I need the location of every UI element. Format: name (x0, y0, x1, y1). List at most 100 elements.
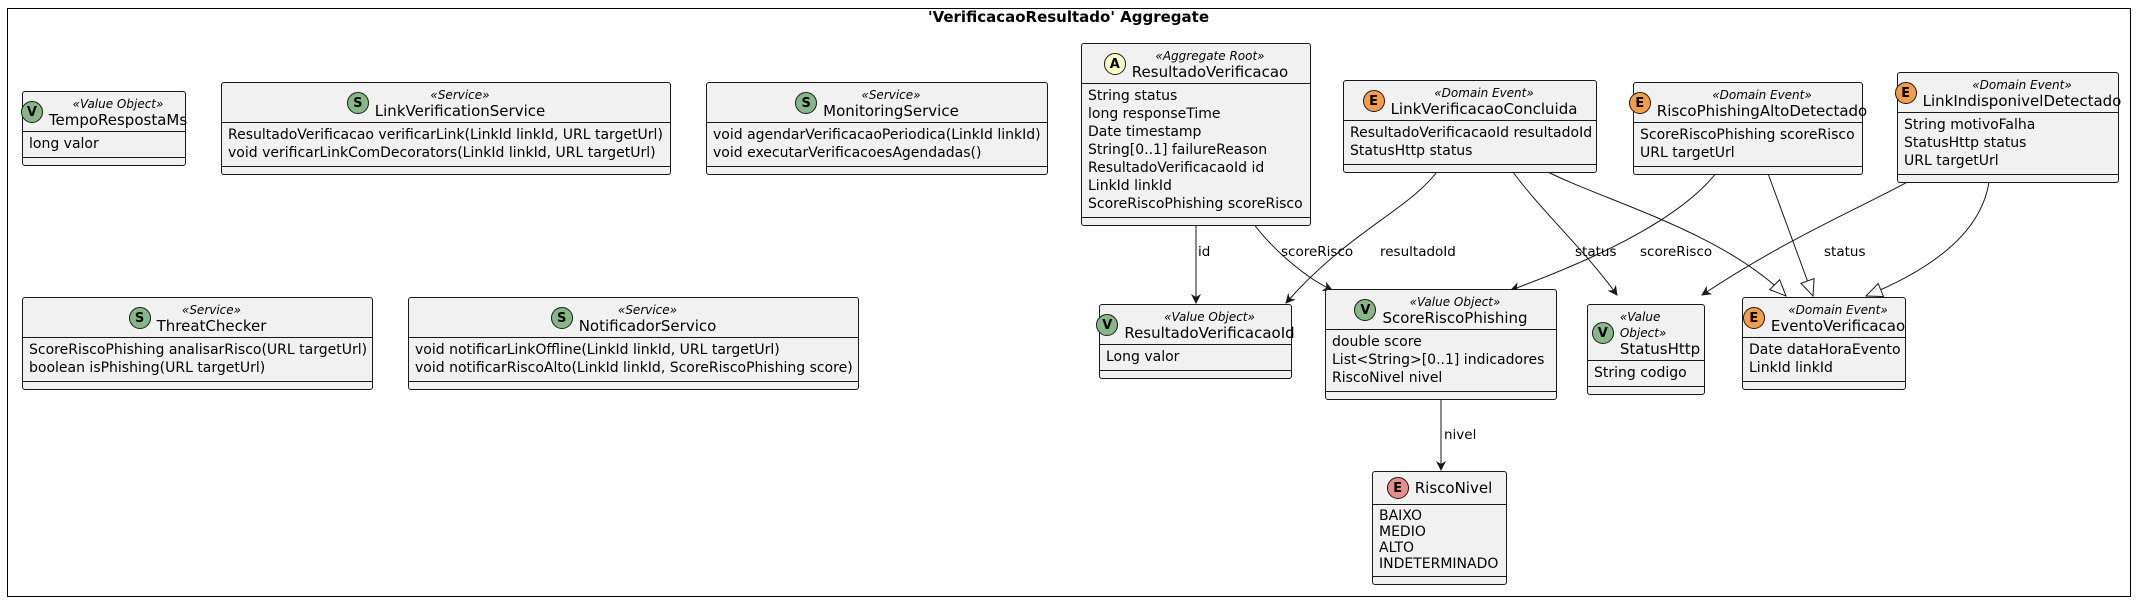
enum-values: BAIXO MEDIO ALTO INDETERMINADO (1373, 505, 1506, 577)
attributes: ScoreRiscoPhishing analisarRisco(URL tar… (23, 338, 372, 382)
attribute: StatusHttp status (1904, 135, 2027, 151)
attribute: ResultadoVerificacaoId id (1088, 160, 1265, 176)
class-header: E «Domain Event»EventoVerificacao (1742, 298, 1906, 338)
class-tempo-resposta-ms: V «Value Object»TempoRespostaMs long val… (20, 91, 188, 166)
methods (23, 158, 185, 165)
class-header: V «Value Object»ResultadoVerificacaoId (1096, 305, 1295, 345)
class-score-risco-phishing: V «Value Object»ScoreRiscoPhishing doubl… (1325, 289, 1557, 400)
stereotype: «Value Object» (1619, 310, 1667, 340)
enum-value: INDETERMINADO (1379, 556, 1499, 572)
class-name: ScoreRiscoPhishing (1382, 309, 1528, 327)
attributes: String codigo (1588, 361, 1704, 387)
attribute: String codigo (1594, 365, 1687, 381)
class-header: S «Service»MonitoringService (707, 83, 1047, 123)
attributes: void agendarVerificacaoPeriodica(LinkId … (707, 123, 1047, 167)
stereotype: «Service» (430, 88, 490, 102)
enum-risco-nivel: E RiscoNivel BAIXO MEDIO ALTO INDETERMIN… (1372, 471, 1507, 585)
class-name: ThreatChecker (156, 317, 267, 335)
method: ScoreRiscoPhishing analisarRisco(URL tar… (29, 342, 368, 358)
class-evento-verificacao: E «Domain Event»EventoVerificacao Date d… (1742, 297, 1906, 390)
stereotype: «Domain Event» (1972, 78, 2072, 92)
attribute: Long valor (1106, 349, 1180, 365)
service-icon: S (346, 92, 369, 114)
methods (1373, 577, 1506, 584)
attributes: String motivoFalha StatusHttp status URL… (1898, 113, 2118, 175)
domain-event-icon: E (1628, 92, 1651, 114)
methods (1634, 167, 1862, 174)
methods (1743, 382, 1905, 389)
class-link-verificacao-concluida: E «Domain Event»LinkVerificacaoConcluida… (1343, 80, 1597, 173)
service-icon: S (795, 92, 818, 114)
attributes: long valor (23, 132, 185, 158)
enum-value: BAIXO (1379, 508, 1423, 524)
class-monitoring-service: S «Service»MonitoringService void agenda… (706, 82, 1048, 175)
class-notificador-servico: S «Service»NotificadorServico void notif… (408, 297, 859, 390)
stereotype: «Domain Event» (1788, 303, 1888, 317)
attributes: Long valor (1100, 345, 1291, 371)
class-name: LinkIndisponivelDetectado (1922, 92, 2122, 110)
edge-label-status-1: status (1575, 244, 1616, 260)
class-header: V «Value Object»ScoreRiscoPhishing (1326, 290, 1556, 330)
edge-label-status-2: status (1824, 244, 1865, 260)
aggregate-root-icon: A (1103, 53, 1126, 75)
methods (409, 382, 858, 389)
edge-gen-concluida (1539, 167, 1786, 296)
attribute: RiscoNivel nivel (1332, 370, 1443, 386)
class-name: LinkVerificationService (374, 102, 546, 120)
class-resultado-verificacao-id: V «Value Object»ResultadoVerificacaoId L… (1096, 304, 1295, 379)
methods (1326, 392, 1556, 399)
method: void notificarRiscoAlto(LinkId linkId, S… (415, 360, 853, 376)
edge-gen-indisponivel (1866, 167, 1991, 296)
attribute: long responseTime (1088, 106, 1221, 122)
class-header: S «Service»LinkVerificationService (222, 83, 670, 123)
stereotype: «Service» (617, 303, 678, 317)
enum-value: MEDIO (1379, 524, 1426, 540)
method: ResultadoVerificacao verificarLink(LinkI… (228, 127, 663, 143)
stereotype: «Aggregate Root» (1155, 49, 1265, 63)
class-name: RiscoPhishingAltoDetectado (1656, 102, 1868, 120)
aggregate-frame (7, 8, 2131, 597)
attribute: Date dataHoraEvento (1749, 342, 1901, 358)
stereotype: «Service» (861, 88, 921, 102)
class-link-indisponivel-detectado: E «Domain Event»LinkIndisponivelDetectad… (1894, 72, 2122, 183)
enum-value: ALTO (1379, 540, 1415, 556)
method: void agendarVerificacaoPeriodica(LinkId … (713, 127, 1041, 143)
class-name: NotificadorServico (578, 317, 717, 335)
class-header: S «Service»ThreatChecker (23, 298, 372, 338)
attribute: double score (1332, 334, 1422, 350)
value-object-icon: V (1354, 299, 1377, 321)
attributes: String status long responseTime Date tim… (1082, 84, 1310, 218)
methods (1082, 218, 1310, 225)
attributes: ResultadoVerificacao verificarLink(LinkI… (222, 123, 670, 167)
stereotype: «Value Object» (1409, 295, 1501, 309)
stereotype: «Value Object» (1164, 310, 1255, 324)
class-name: ResultadoVerificacao (1131, 63, 1289, 81)
class-name: MonitoringService (823, 102, 959, 120)
class-name: TempoRespostaMs (48, 111, 188, 129)
edge-scorerisco-alto (1510, 167, 1721, 292)
stereotype: «Domain Event» (1712, 88, 1812, 102)
edge-status-indisponivel (1701, 167, 1933, 296)
class-link-verification-service: S «Service»LinkVerificationService Resul… (221, 82, 671, 175)
class-name: EventoVerificacao (1770, 317, 1906, 335)
class-risco-phishing-alto-detectado: E «Domain Event»RiscoPhishingAltoDetecta… (1628, 82, 1867, 175)
domain-event-icon: E (1362, 90, 1385, 112)
methods (1344, 165, 1596, 172)
class-header: V «Value Object»StatusHttp (1588, 305, 1704, 361)
class-header: V «Value Object»TempoRespostaMs (20, 92, 188, 132)
edge-gen-alto (1765, 167, 1813, 296)
service-icon: S (128, 307, 151, 329)
attribute: LinkId linkId (1749, 360, 1833, 376)
stereotype: «Domain Event» (1434, 86, 1534, 100)
domain-event-icon: E (1742, 307, 1765, 329)
class-name: StatusHttp (1619, 340, 1701, 358)
value-object-icon: V (20, 101, 43, 123)
value-object-icon: V (1591, 322, 1614, 344)
method: boolean isPhishing(URL targetUrl) (29, 360, 266, 376)
class-name: LinkVerificacaoConcluida (1390, 100, 1578, 118)
class-resultado-verificacao: A «Aggregate Root»ResultadoVerificacao S… (1081, 43, 1311, 226)
attribute: String motivoFalha (1904, 117, 2036, 133)
edge-label-resultadoid: resultadoId (1380, 244, 1456, 260)
service-icon: S (550, 307, 573, 329)
attributes: double score List<String>[0..1] indicado… (1326, 330, 1556, 392)
